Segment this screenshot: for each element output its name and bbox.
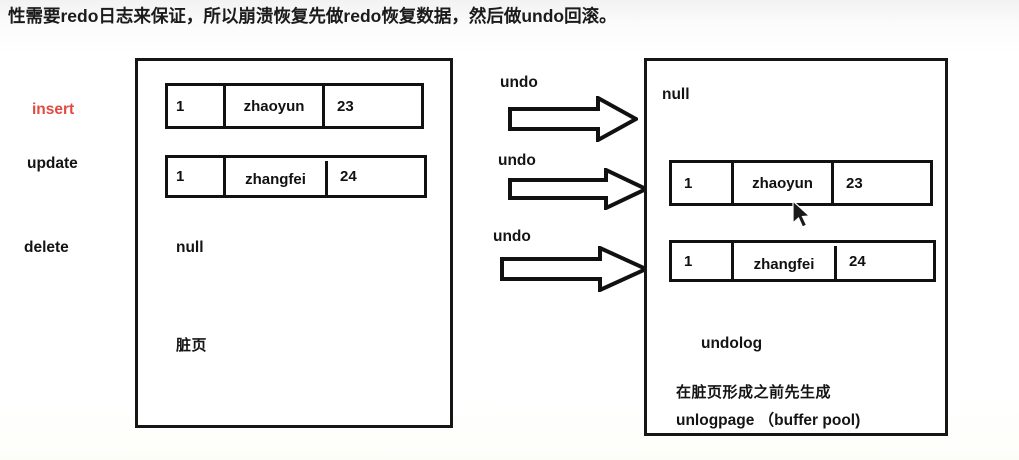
record-cell-age: 23 <box>337 97 354 115</box>
undo-arrow-label: undo <box>500 74 538 91</box>
record-cell-name: zhaoyun <box>734 163 834 203</box>
record-cell-id: 1 <box>168 158 226 195</box>
record-cell-name: zhangfei <box>226 161 328 198</box>
undo-arrow-icon <box>508 96 638 142</box>
page-title: 性需要redo日志来保证，所以崩溃恢复先做redo恢复数据，然后做undo回滚。 <box>8 6 617 26</box>
undo-arrow-label: undo <box>498 152 536 169</box>
record-cell-id: 1 <box>672 163 734 203</box>
record-cell-age: 24 <box>849 252 866 270</box>
record-cell-id: 1 <box>672 243 734 279</box>
undolog-note-line-2: unlogpage （buffer pool) <box>676 412 861 429</box>
undolog-title: undolog <box>701 335 763 352</box>
delete-null-value: null <box>176 239 204 256</box>
record-cell-age: 23 <box>846 174 863 192</box>
record-table-insert: 1 zhaoyun 23 <box>165 83 424 129</box>
row-label-insert: insert <box>32 101 75 118</box>
row-label-update: update <box>27 155 78 172</box>
record-cell-id: 1 <box>168 86 226 126</box>
record-cell-name: zhaoyun <box>226 86 325 126</box>
record-cell-age: 24 <box>340 168 357 185</box>
record-cell-name: zhangfei <box>734 246 837 282</box>
record-table-update: 1 zhangfei 24 <box>165 155 427 198</box>
undo-arrow-icon <box>500 246 648 292</box>
undolog-note-line-1: 在脏页形成之前先生成 <box>676 384 832 401</box>
undolog-record-table-2: 1 zhangfei 24 <box>669 240 936 282</box>
row-label-delete: delete <box>24 239 69 256</box>
undolog-null-value: null <box>662 86 690 103</box>
undo-arrow-icon <box>508 168 648 210</box>
undo-arrow-label: undo <box>493 228 531 245</box>
undolog-record-table-1: 1 zhaoyun 23 <box>669 160 933 206</box>
dirty-page-label: 脏页 <box>176 337 208 354</box>
